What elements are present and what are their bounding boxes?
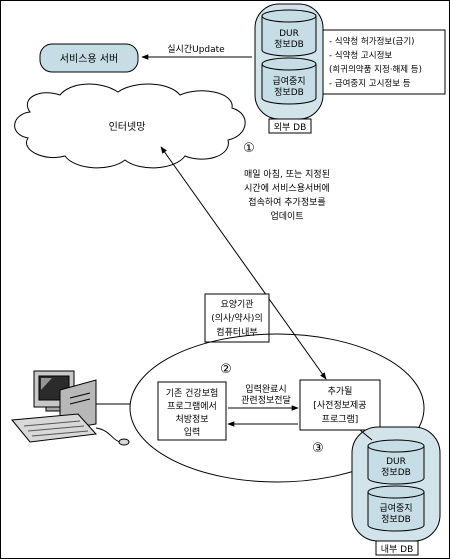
- internal-db1-line1: DUR: [386, 457, 406, 467]
- realtime-update-label: 실시간Update: [167, 44, 225, 55]
- external-db-notes: - 식약청 허가정보(금기) - 식약청 고시정보 (희귀의약품 지정·해제 등…: [322, 29, 446, 95]
- external-note-1: - 식약청 허가정보(금기): [329, 36, 414, 47]
- existing-program-line-1: 기존 건강보험: [166, 388, 219, 399]
- external-db1-line2: 정보DB: [274, 39, 304, 50]
- internet-label: 인터넷망: [109, 121, 146, 133]
- institution-label-box: 요양기관 (의사/약사)의 컴퓨터내부: [204, 293, 270, 343]
- external-db1-line1: DUR: [279, 29, 299, 39]
- institution-line-1: 요양기관: [220, 299, 253, 310]
- external-suspension-db-icon: 급여중지 정보DB: [261, 57, 317, 105]
- internal-db2-line2: 정보DB: [381, 514, 411, 525]
- step1-line-4: 업데이트: [270, 211, 303, 222]
- institution-line-2: (의사/약사)의: [211, 312, 262, 324]
- update-connection-arrow: [160, 146, 327, 380]
- program-db-link-line: [359, 429, 373, 441]
- internet-cloud: 인터넷망: [14, 83, 246, 169]
- external-db-container: DUR 정보DB 급여중지 정보DB 외부 DB: [254, 3, 324, 134]
- transfer-line-1: 입력완료시: [245, 383, 286, 395]
- service-server-label: 서비스용 서버: [60, 53, 118, 65]
- step1-number: ①: [243, 141, 255, 156]
- internal-db1-line2: 정보DB: [381, 467, 411, 478]
- computer-icon: [11, 370, 130, 446]
- step3-number: ③: [312, 441, 324, 456]
- existing-program-box: 기존 건강보험 프로그램에서 처방정보 입력: [157, 381, 227, 441]
- institution-boundary: [129, 333, 425, 483]
- internal-dur-db-icon: DUR 정보DB: [367, 439, 425, 485]
- external-note-2: - 식약청 고시정보: [329, 50, 392, 61]
- added-program-line-1: 추가될: [328, 386, 353, 397]
- external-db2-line2: 정보DB: [274, 87, 304, 98]
- step1-line-3: 접속하여 추가정보를: [248, 196, 325, 208]
- step1-line-2: 시간에 서비스용서버에: [244, 183, 330, 194]
- internal-suspension-db-icon: 급여중지 정보DB: [367, 485, 425, 532]
- internal-db-container: DUR 정보DB 급여중지 정보DB 내부 DB: [351, 426, 441, 556]
- step2-number: ②: [220, 362, 232, 377]
- external-dur-db-icon: DUR 정보DB: [261, 9, 317, 57]
- service-server: 서비스용 서버: [39, 43, 139, 73]
- added-program-line-2: [사전정보제공: [313, 400, 366, 411]
- added-program-line-3: 프로그램]: [322, 413, 359, 425]
- existing-program-line-3: 처방정보: [175, 413, 208, 425]
- internal-db2-line1: 급여중지: [379, 502, 412, 514]
- existing-program-line-4: 입력: [184, 426, 201, 438]
- transfer-line-2: 관련정보전달: [241, 394, 291, 406]
- step1-line-1: 매일 아침, 또는 지정된: [244, 168, 330, 180]
- existing-program-line-2: 프로그램에서: [167, 400, 217, 412]
- step1-marker: ①: [243, 141, 255, 156]
- external-db-caption: 외부 DB: [274, 121, 307, 133]
- external-note-4: - 급여중지 고시정보 등: [329, 78, 411, 89]
- external-db2-line1: 급여중지: [272, 75, 305, 87]
- external-note-3: (희귀의약품 지정·해제 등): [329, 64, 422, 75]
- internal-db-caption: 내부 DB: [381, 544, 414, 555]
- institution-line-3: 컴퓨터내부: [216, 326, 257, 338]
- added-program-box: 추가될 [사전정보제공 프로그램]: [299, 379, 381, 431]
